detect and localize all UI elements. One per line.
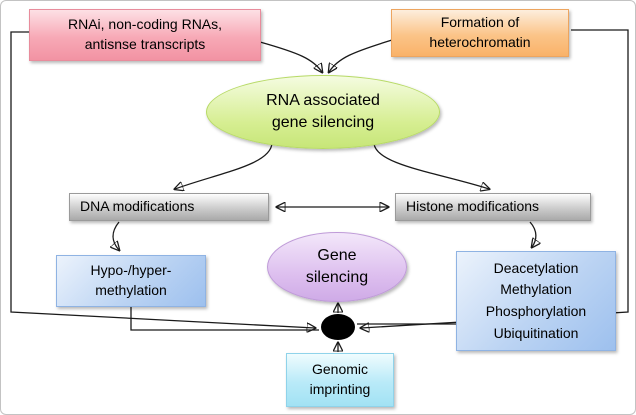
node-histone-mark-processes: Deacetylation Methylation Phosphorylatio… xyxy=(456,251,616,351)
node-histone-modifications: Histone modifications xyxy=(395,193,591,221)
node-hypo-hyper-methylation: Hypo-/hyper- methylation xyxy=(56,255,206,307)
node-gene-silencing-line-2: silencing xyxy=(305,269,369,286)
node-genomic-line-1: Genomic xyxy=(311,361,369,378)
line-methylation-to-junction xyxy=(130,307,319,331)
node-methylation-line-1: Hypo-/hyper- xyxy=(90,262,172,279)
node-dna-modifications: DNA modifications xyxy=(69,193,269,221)
arrow-histone-modifications-to-marks xyxy=(529,221,536,247)
junction-dot xyxy=(321,314,355,340)
node-rna-silencing-line-2: gene silencing xyxy=(271,114,375,131)
arrow-rna-silencing-to-dna-modifications xyxy=(175,142,273,189)
node-genomic-imprinting: Genomic imprinting xyxy=(286,353,394,407)
node-rna-associated-gene-silencing: RNA associated gene silencing xyxy=(206,75,440,149)
node-histone-modifications-label: Histone modifications xyxy=(406,198,540,215)
node-heterochromatin-formation: Formation of heterochromatin xyxy=(391,9,569,57)
node-gene-silencing: Gene silencing xyxy=(267,232,407,302)
node-gene-silencing-line-1: Gene xyxy=(317,246,357,264)
node-marks-line-4: Ubiquitination xyxy=(493,324,579,341)
node-marks-line-2: Methylation xyxy=(500,281,572,298)
line-rnai-to-junction xyxy=(10,31,315,328)
node-methylation-line-2: methylation xyxy=(95,282,167,298)
arrow-rna-silencing-to-histone-modifications xyxy=(373,142,489,189)
node-heterochromatin-line-1: Formation of xyxy=(440,14,520,31)
node-genomic-line-2: imprinting xyxy=(309,381,371,397)
node-marks-line-1: Deacetylation xyxy=(493,259,579,276)
node-marks-line-3: Phosphorylation xyxy=(485,303,587,319)
node-rna-silencing-line-1: RNA associated xyxy=(266,91,380,109)
arrow-dna-modifications-to-methylation xyxy=(113,221,119,250)
arrow-rnai-to-rna-silencing xyxy=(259,41,322,72)
arrow-heterochromatin-to-rna-silencing xyxy=(329,39,393,72)
node-rnai-noncoding-rnas: RNAi, non-coding RNAs, antisnse transcri… xyxy=(29,9,261,61)
node-rnai-line-1: RNAi, non-coding RNAs, xyxy=(67,16,223,33)
node-rnai-line-2: antisnse transcripts xyxy=(84,36,206,52)
node-heterochromatin-line-2: heterochromatin xyxy=(429,34,531,50)
node-dna-modifications-label: DNA modifications xyxy=(80,198,195,215)
